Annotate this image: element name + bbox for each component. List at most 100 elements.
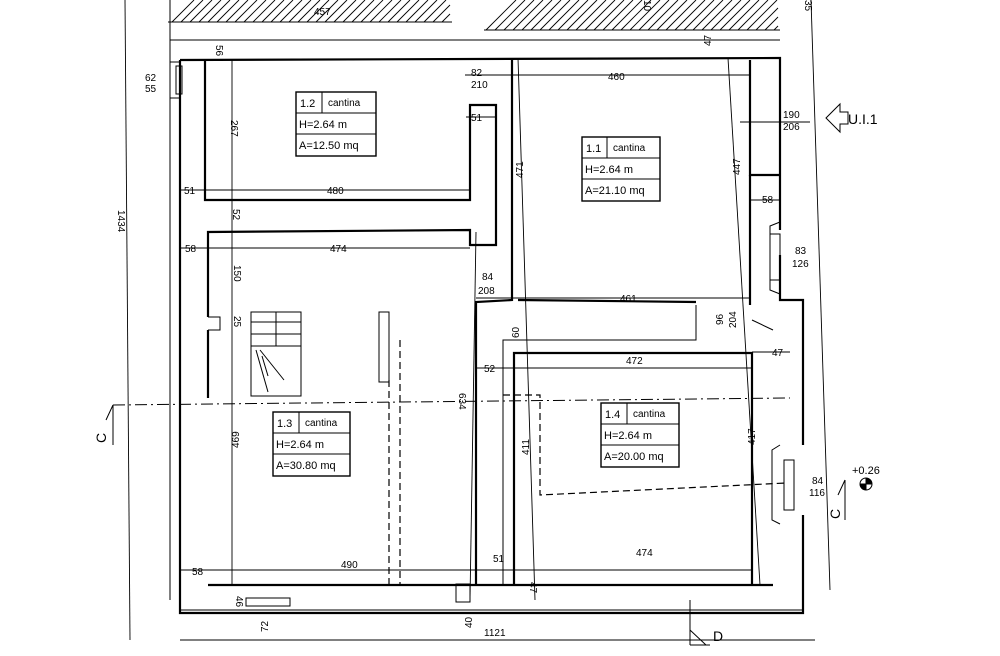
dim-208: 208 (478, 286, 495, 297)
room-label-1-3[interactable]: 1.3 cantina H=2.64 m A=30.80 mq (272, 411, 351, 477)
room-id: 1.4 (605, 409, 620, 421)
hidden-lines (112, 311, 791, 585)
room-name: cantina (613, 143, 646, 154)
dim-206: 206 (783, 122, 800, 133)
hatch-line (530, 0, 562, 31)
dim-51-c: 51 (493, 554, 505, 565)
hatch-line (764, 16, 779, 31)
hatch-line (396, 0, 420, 23)
hatch-line (521, 0, 553, 31)
hatch-line (494, 0, 526, 31)
dim-52-a: 52 (230, 209, 241, 221)
hatch-line (207, 0, 231, 23)
dim-472: 472 (626, 356, 643, 367)
hatch-line (315, 0, 339, 23)
room-area: A=30.80 mq (276, 460, 336, 472)
hatch-line (737, 0, 769, 31)
hatch-line (656, 0, 688, 31)
dim-84-b: 84 (812, 476, 824, 487)
hatch-line (512, 0, 544, 31)
hatch-line (297, 0, 321, 23)
room-name: cantina (328, 98, 361, 109)
dim-469: 469 (231, 431, 242, 448)
hatch-line (180, 0, 204, 23)
room-1-1-walls (474, 58, 780, 585)
dim-56: 56 (213, 45, 224, 57)
section-d: D (713, 628, 723, 644)
dim-47-a: 47 (772, 348, 784, 359)
dim-1121: 1121 (484, 628, 506, 639)
room-label-1-2[interactable]: 1.2 cantina H=2.64 m A=12.50 mq (295, 91, 377, 157)
room-label-1-1[interactable]: 1.1 cantina H=2.64 m A=21.10 mq (581, 136, 661, 202)
windows (169, 61, 795, 607)
hatch-line (647, 0, 679, 31)
hatch-line (261, 0, 285, 23)
room-name: cantina (633, 409, 666, 420)
section-c-left: C (93, 433, 109, 443)
hatch-line (198, 0, 222, 23)
elevation-label: +0.26 (852, 465, 880, 477)
dim-471: 471 (515, 161, 526, 178)
dim-490: 490 (341, 560, 358, 571)
hatch-line (746, 0, 778, 31)
hatch-line (728, 0, 760, 31)
hatch-line (611, 0, 643, 31)
hatch-line (692, 0, 724, 31)
dimension-labels: 457 52 56 47 35 10 62 55 267 51 480 51 5… (115, 0, 825, 639)
dim-447: 447 (732, 158, 743, 175)
dim-60: 60 (511, 326, 522, 338)
hatch-line (566, 0, 598, 31)
hatch-line (620, 0, 652, 31)
room-height: H=2.64 m (585, 164, 633, 176)
hatch-line (575, 0, 607, 31)
room-1-2-walls (203, 60, 498, 398)
hatch-line (557, 0, 589, 31)
hatch-line (503, 0, 535, 31)
dim-25: 25 (231, 316, 242, 328)
dim-51-a: 51 (184, 186, 196, 197)
dim-457: 457 (314, 7, 331, 18)
hatch-line (216, 0, 240, 23)
hatch-line (324, 0, 348, 23)
dim-55: 55 (145, 84, 157, 95)
hatch-line (189, 0, 213, 23)
hatch-line (710, 0, 742, 31)
hatch-line (279, 0, 303, 23)
dim-84-a: 84 (482, 272, 494, 283)
dim-634: 634 (456, 393, 467, 410)
room-area: A=21.10 mq (585, 185, 645, 197)
outer-frame (124, 0, 831, 641)
dim-47-b: 47 (527, 582, 538, 594)
dim-62: 62 (145, 73, 157, 84)
section-c-right: C (827, 509, 843, 519)
dim-267: 267 (228, 120, 239, 137)
room-id: 1.3 (277, 418, 292, 430)
hatch-line (252, 0, 276, 23)
hatch-line (387, 0, 411, 23)
hatch-line (674, 0, 706, 31)
hatch-line (234, 0, 258, 23)
hatch-line (225, 0, 249, 23)
hatch-line (288, 0, 312, 23)
hatch-line (405, 0, 429, 23)
dimension-lines (180, 57, 810, 601)
room-label-1-4[interactable]: 1.4 cantina H=2.64 m A=20.00 mq (600, 402, 680, 468)
hatch-line (360, 0, 384, 23)
hatch-line (593, 0, 625, 31)
hatch-line (441, 13, 451, 23)
hatch-line (638, 0, 670, 31)
dim-58-a: 58 (762, 195, 774, 206)
entry-arrow[interactable] (825, 102, 849, 134)
hatch-line (629, 0, 661, 31)
hatch-line (369, 0, 393, 23)
dim-47-top: 47 (703, 34, 714, 46)
hatch-line (755, 7, 779, 31)
outer-walls (178, 56, 805, 615)
hatch-line (333, 0, 357, 23)
dim-204: 204 (728, 311, 739, 328)
hatch-line (665, 0, 697, 31)
hatch-line (378, 0, 402, 23)
hatched-wall-top (168, 0, 780, 31)
hatch-line (683, 0, 715, 31)
dim-82: 82 (471, 68, 483, 79)
